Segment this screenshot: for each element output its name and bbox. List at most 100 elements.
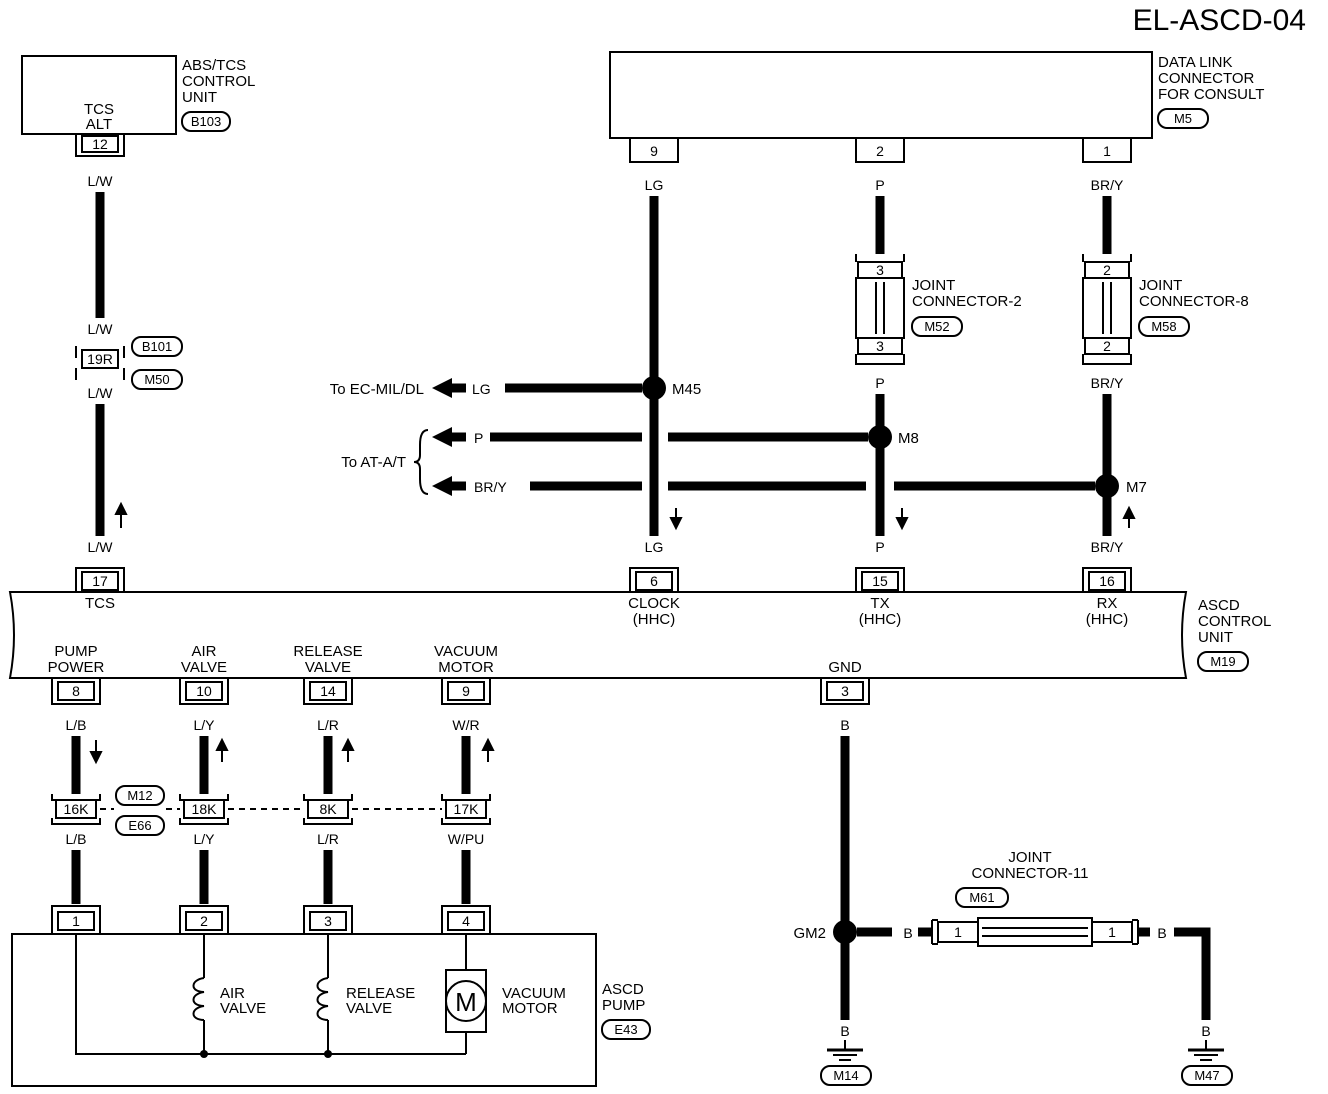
inline-pin-19r: 19R (87, 351, 113, 367)
arrow-left-icon (432, 476, 452, 496)
wire-lg-2: LG (645, 539, 664, 555)
svg-text:VALVE: VALVE (305, 659, 351, 676)
ascd-top-pin-16: 16 RX (HHC) (1082, 567, 1132, 628)
joint2-pin-top: 3 (876, 262, 884, 278)
svg-text:VACUUM: VACUUM (434, 643, 498, 660)
inline-pin-17k: 17K (441, 794, 491, 825)
abs-label-2: CONTROL (182, 73, 255, 90)
connector-m5: M5 (1174, 111, 1192, 126)
wire-lw-1: L/W (88, 173, 114, 189)
connector-m52: M52 (924, 319, 949, 334)
wire-lw-4: L/W (88, 539, 114, 555)
ascd-top-pin-15: 15 TX (HHC) (855, 567, 905, 628)
pump-label-2: PUMP (602, 997, 645, 1014)
ascd-control-unit-box (8, 591, 1188, 679)
dlc-label-2: CONNECTOR (1158, 70, 1255, 87)
connector-m61: M61 (969, 890, 994, 905)
release-valve-label-2: VALVE (346, 1000, 392, 1017)
svg-text:POWER: POWER (48, 659, 105, 676)
dlc-pin-1: 1 (1103, 143, 1111, 159)
wire-wr: W/R (452, 717, 479, 733)
wire-p-2: P (875, 375, 884, 391)
svg-text:17: 17 (92, 573, 108, 589)
connector-m50: M50 (144, 372, 169, 387)
pump-pin-4: 4 (441, 905, 491, 934)
svg-text:VALVE: VALVE (181, 659, 227, 676)
arrow-up-icon (481, 737, 495, 762)
pin-12: 12 (92, 136, 108, 152)
splice-m45-label: M45 (672, 381, 701, 398)
svg-text:(HHC): (HHC) (1086, 611, 1129, 628)
svg-text:AIR: AIR (191, 643, 216, 660)
abs-label-3: UNIT (182, 89, 217, 106)
connector-m50-oval (131, 369, 183, 390)
svg-text:2: 2 (200, 913, 208, 929)
ascd-pump-box (11, 933, 597, 1087)
wire-bry-3: BR/Y (1091, 539, 1124, 555)
splice-gm2-label: GM2 (793, 925, 826, 942)
abs-inner-alt: ALT (86, 116, 112, 133)
connector-m19: M19 (1210, 654, 1235, 669)
wire-bry-2: BR/Y (1091, 375, 1124, 391)
wire-lr-2: L/R (317, 831, 339, 847)
joint-connector-8-body (1082, 277, 1132, 339)
dlc-label-1: DATA LINK (1158, 54, 1232, 71)
pin-12-box (81, 135, 119, 153)
wire-p-1: P (875, 177, 884, 193)
splice-gm2 (833, 920, 857, 944)
to-at-at: To AT-A/T (341, 454, 406, 471)
inline-19r-box (81, 349, 119, 369)
svg-text:3: 3 (841, 683, 849, 699)
joint11-pin-left: 1 (954, 924, 962, 940)
connector-e66: E66 (128, 818, 151, 833)
splice-m7-label: M7 (1126, 479, 1147, 496)
connector-m12: M12 (127, 788, 152, 803)
svg-text:RX: RX (1097, 595, 1118, 612)
joint2-label-1: JOINT (912, 277, 955, 294)
pump-pin-3: 3 (303, 905, 353, 934)
abs-label-1: ABS/TCS (182, 57, 246, 74)
connector-m58: M58 (1151, 319, 1176, 334)
ascd-bottom-pin-8: PUMP POWER 8 (48, 643, 105, 705)
svg-text:16K: 16K (64, 801, 90, 817)
joint2-pin-bottom-box (857, 337, 903, 355)
joint2-label-2: CONNECTOR-2 (912, 293, 1022, 310)
svg-text:17K: 17K (454, 801, 480, 817)
pump-pin-2: 2 (179, 905, 229, 934)
ascd-label-3: UNIT (1198, 629, 1233, 646)
wire-wpu: W/PU (448, 831, 485, 847)
joint8-label-1: JOINT (1139, 277, 1182, 294)
svg-text:6: 6 (650, 573, 658, 589)
connector-b101-oval (131, 336, 183, 357)
svg-text:3: 3 (324, 913, 332, 929)
connector-m47-oval (1181, 1065, 1233, 1086)
joint8-pin-bottom: 2 (1103, 338, 1111, 354)
connector-m19-oval (1197, 651, 1249, 672)
wire-b-5: B (1201, 1023, 1210, 1039)
joint11-label-1: JOINT (1008, 849, 1051, 866)
motor-symbol: M (455, 987, 477, 1017)
abs-inner-tcs: TCS (84, 101, 114, 118)
wire-lg-branch-label: LG (472, 381, 491, 397)
joint11-pin-right: 1 (1108, 924, 1116, 940)
svg-text:10: 10 (196, 683, 212, 699)
wire-ly-1: L/Y (193, 717, 215, 733)
svg-text:9: 9 (462, 683, 470, 699)
arrow-down-icon (669, 508, 683, 531)
dlc-pin-9-bracket (629, 138, 679, 163)
to-at-brace (413, 429, 429, 495)
wire-lb-2: L/B (65, 831, 86, 847)
joint2-pin-bottom: 3 (876, 338, 884, 354)
connector-m58-oval (1138, 316, 1190, 337)
connector-m61-oval (955, 887, 1009, 908)
joint-connector-2-body (855, 277, 905, 339)
splice-m8-label: M8 (898, 430, 919, 447)
motor-icon (445, 980, 487, 1022)
release-valve-coil-icon (316, 977, 329, 1021)
pin-12-bracket (75, 134, 125, 157)
connector-e66-oval (115, 815, 165, 836)
page-title: EL-ASCD-04 (1133, 4, 1306, 37)
pump-pin-1: 1 (51, 905, 101, 934)
pump-common-line (75, 934, 466, 1055)
svg-text:RELEASE: RELEASE (293, 643, 362, 660)
